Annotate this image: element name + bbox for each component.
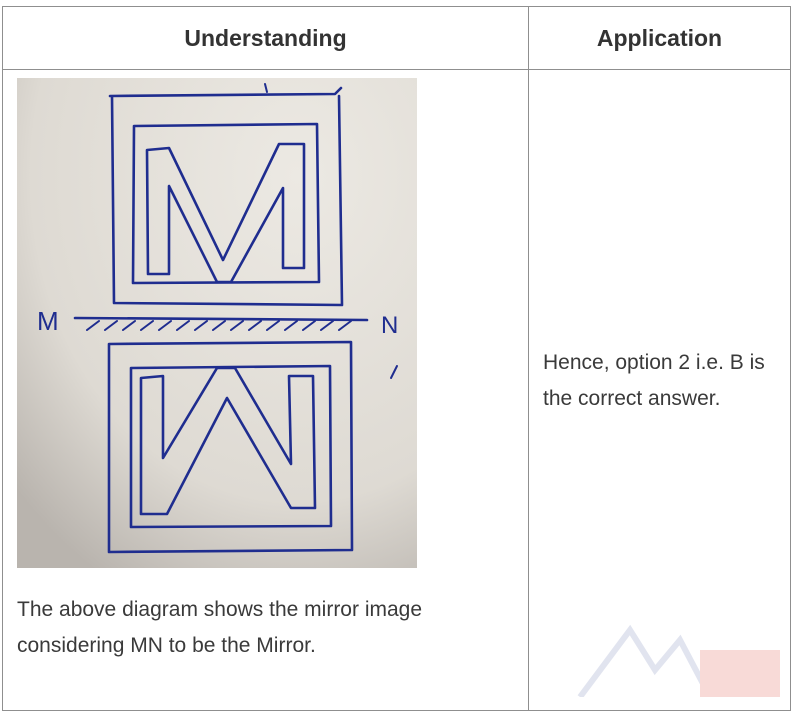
diagram-caption: The above diagram shows the mirror image… — [17, 598, 423, 657]
table-row: M N The above diagram shows the mirror i… — [2, 69, 791, 711]
pen-mark-top — [264, 83, 268, 93]
bottom-inner-box — [129, 364, 333, 529]
letter-w-outline — [139, 366, 317, 516]
header-application: Application — [528, 6, 791, 70]
solution-table: Understanding Application — [2, 6, 791, 711]
mirror-line — [73, 316, 369, 322]
table-header-row: Understanding Application — [2, 6, 791, 70]
mirror-label-n: N — [381, 312, 398, 339]
pen-mark-side — [390, 365, 398, 379]
application-answer-text: Hence, option 2 i.e. B is the correct an… — [543, 351, 765, 410]
mirror-hatching — [86, 320, 352, 331]
application-cell: Hence, option 2 i.e. B is the correct an… — [528, 69, 791, 711]
letter-m-outline — [145, 142, 306, 284]
header-understanding: Understanding — [2, 6, 529, 70]
mirror-label-m: M — [37, 306, 59, 336]
understanding-cell: M N The above diagram shows the mirror i… — [2, 69, 529, 711]
mirror-diagram-svg: M N — [17, 78, 417, 568]
top-inner-box — [131, 122, 321, 285]
handwritten-mirror-diagram: M N — [17, 78, 417, 568]
paper-background — [17, 78, 417, 568]
bottom-outer-box — [107, 340, 354, 554]
top-outer-box — [108, 86, 344, 307]
